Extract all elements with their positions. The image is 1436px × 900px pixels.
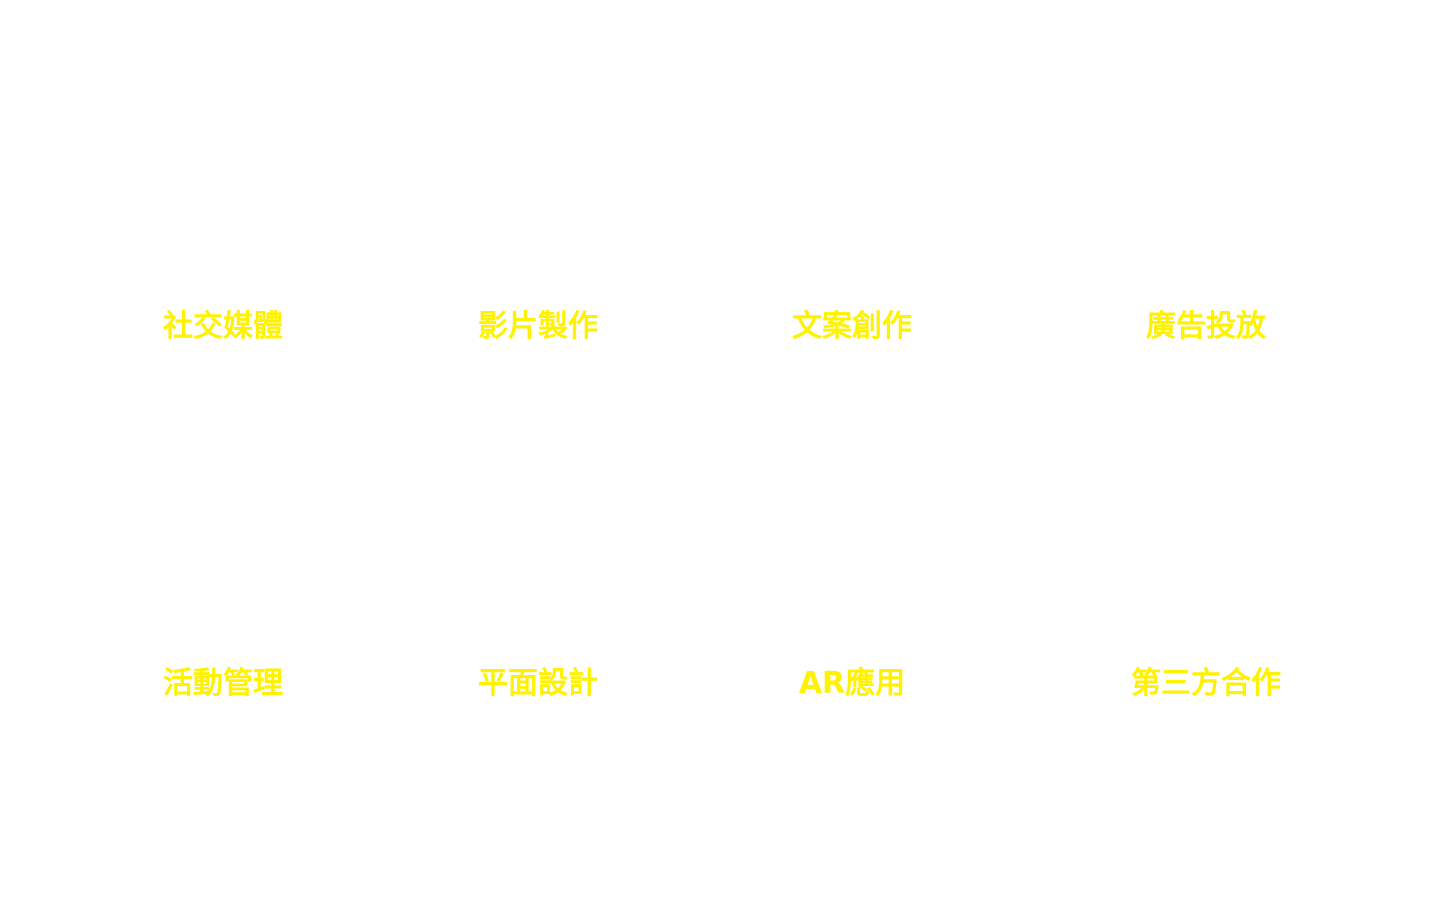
service-event-management[interactable]: 活動管理 <box>163 666 283 701</box>
service-copywriting[interactable]: 文案創作 <box>792 309 912 344</box>
service-advertising[interactable]: 廣告投放 <box>1146 309 1266 344</box>
service-ar-application[interactable]: AR應用 <box>798 666 906 701</box>
service-video-production[interactable]: 影片製作 <box>478 309 598 344</box>
service-social-media[interactable]: 社交媒體 <box>163 309 283 344</box>
service-graphic-design[interactable]: 平面設計 <box>478 666 598 701</box>
service-third-party-partnership[interactable]: 第三方合作 <box>1131 666 1281 701</box>
